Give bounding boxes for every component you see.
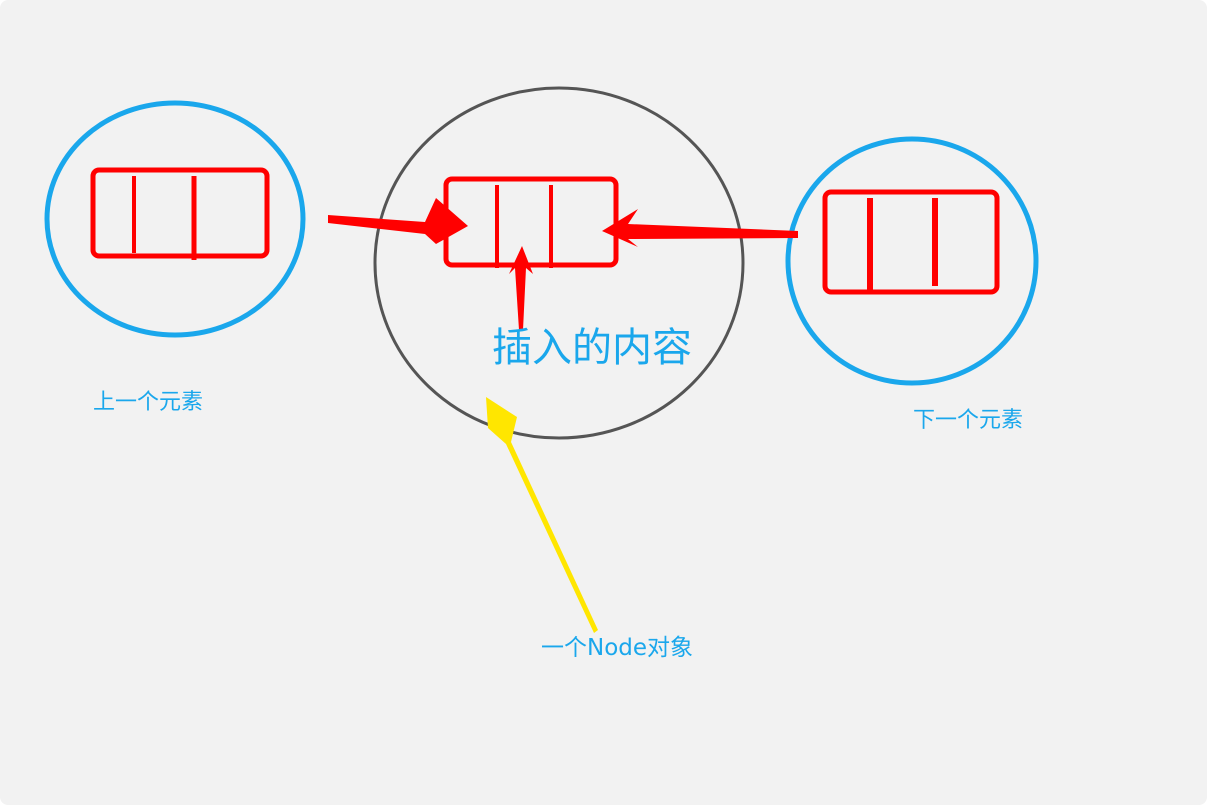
arrow-label-to-node-object <box>486 397 598 633</box>
arrow-previous-to-inserted <box>328 198 468 244</box>
previous-element-label: 上一个元素 <box>93 390 204 415</box>
previous-node-box <box>90 167 270 259</box>
next-element-circle <box>785 136 1039 386</box>
node-object-circle <box>373 86 745 440</box>
previous-element-circle <box>44 100 306 338</box>
inserted-node-box <box>443 176 619 268</box>
next-element-label: 下一个元素 <box>913 408 1024 433</box>
next-node-box <box>822 189 1000 295</box>
arrow-next-to-inserted <box>602 209 798 247</box>
arrow-label-to-inserted-node <box>509 246 533 330</box>
inserted-content-label: 插入的内容 <box>492 325 692 371</box>
node-object-label: 一个Node对象 <box>541 635 694 661</box>
